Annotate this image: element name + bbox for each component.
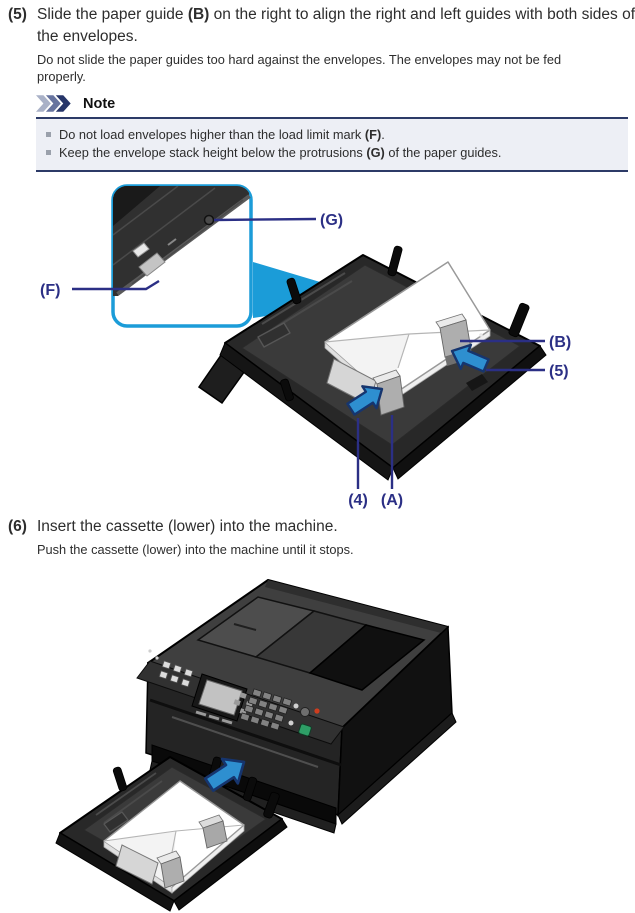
cassette-lower [55,756,288,912]
figure1-label-g: (G) [320,212,343,229]
numeric-keypad [239,688,293,731]
figure-insert-cassette [55,579,457,912]
lcd-screen [198,679,243,716]
figure1-label-b: (B) [549,334,571,351]
step-5: (5) Slide the paper guide (B) on the rig… [8,4,635,85]
step-5-number: (5) [8,6,27,23]
start-button [298,723,312,737]
leader-f [72,279,160,291]
note-title: Note [83,95,116,112]
figure-cassette-envelope: (G) (F) (B) (5) (4) (A) [40,184,571,509]
step-5-subtext: Do not slide the paper guides too hard a… [37,52,562,84]
load-limit-mark [132,242,150,258]
step-6-subtext: Push the cassette (lower) into the machi… [37,542,354,557]
tray-tabs [112,756,280,819]
step-6: (6) Insert the cassette (lower) into the… [8,516,635,559]
bullet-icon [46,132,51,137]
function-buttons [158,660,194,688]
small-button [288,720,294,726]
note-item: Do not load envelopes higher than the lo… [46,127,620,144]
figure1-label-a: (A) [381,492,403,509]
callout-zoom-box [111,184,253,328]
bullet-icon [46,149,51,155]
step-6-number: (6) [8,518,27,535]
small-button [293,703,299,709]
paper-guide-right [198,814,228,849]
figure1-label-f: (F) [40,282,60,299]
leader-g [213,217,317,222]
round-button [300,707,310,717]
note-header: Note [36,95,115,112]
note-body: Do not load envelopes higher than the lo… [36,117,628,172]
note-chevron-icon [36,95,71,112]
step-6-text: Insert the cassette (lower) into the mac… [37,518,338,535]
paper-guide-front [115,844,185,889]
alarm-lamp [314,708,320,714]
figure1-label-4: (4) [348,492,368,509]
guide-protrusion [203,214,215,226]
control-panel [136,649,345,745]
adf-cover [196,596,426,691]
step-5-text: Slide the paper guide (B) on the right t… [37,6,635,45]
figure1-label-5: (5) [549,363,569,380]
note-item: Keep the envelope stack height below the… [46,145,620,162]
